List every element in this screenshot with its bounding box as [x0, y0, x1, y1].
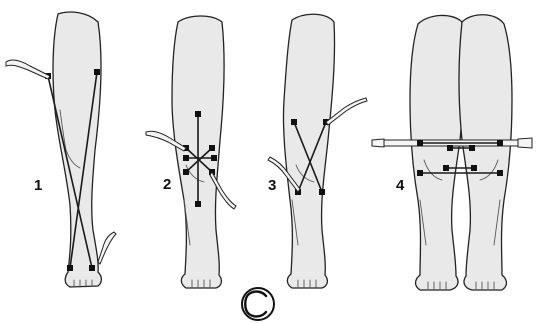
panel-4-left-leg: [410, 15, 464, 290]
panel-1-marker: [94, 69, 100, 75]
panel-2-marker: [209, 145, 215, 151]
panel-3: 3: [268, 14, 367, 288]
panel-2: 2: [146, 16, 236, 288]
panel-1-leg: [53, 12, 101, 287]
panel-4-tape-tool-icon: [372, 139, 384, 147]
panel-4-number: 4: [396, 177, 405, 194]
panel-2-marker: [183, 169, 189, 175]
panel-3-marker: [291, 119, 297, 125]
panel-4-marker: [471, 165, 477, 171]
panel-1-marker: [89, 265, 95, 271]
panel-4-marker: [497, 170, 503, 176]
panel-3-leg: [283, 14, 334, 288]
panel-1-tape-tool-icon: [6, 60, 50, 79]
panel-2-number: 2: [163, 176, 171, 193]
panel-4: 4: [372, 15, 532, 290]
copyright-c-glyph: [245, 292, 266, 317]
panel-4-marker: [497, 140, 503, 146]
panel-4-marker: [443, 165, 449, 171]
panel-3-number: 3: [268, 177, 276, 194]
panel-2-marker: [211, 155, 217, 161]
panel-3-marker: [319, 189, 325, 195]
panel-1: 1: [6, 12, 116, 287]
panel-4-marker: [469, 145, 475, 151]
panel-2-marker: [183, 155, 189, 161]
panel-1-tape-tool-icon: [98, 232, 116, 264]
panel-1-marker: [67, 265, 73, 271]
panel-4-marker: [417, 140, 423, 146]
panel-4-marker: [417, 170, 423, 176]
panel-4-marker: [447, 145, 453, 151]
panel-2-marker: [195, 111, 201, 117]
panel-4-tape-tool-icon: [518, 138, 532, 148]
panel-2-marker: [195, 201, 201, 207]
panel-1-number: 1: [34, 177, 42, 194]
panel-4-right-leg: [459, 15, 512, 290]
